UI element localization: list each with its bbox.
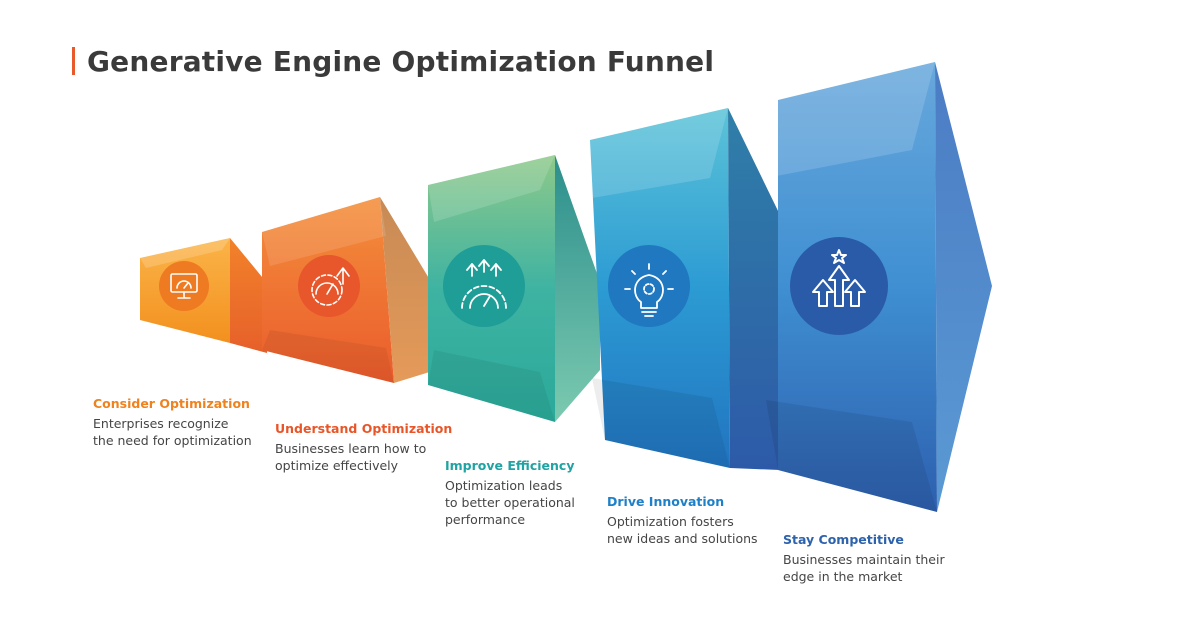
stage-1-top-facet	[140, 238, 230, 268]
stage-5-side-face	[935, 62, 992, 512]
stage-caption-2: Understand Optimization Businesses learn…	[275, 421, 452, 474]
monitor-gauge-icon	[170, 273, 198, 299]
stage-heading: Consider Optimization	[93, 396, 250, 411]
stage-2-bottom-facet	[262, 330, 394, 383]
stage-2-side-face	[380, 197, 436, 383]
stage-description: Optimization fosters new ideas and solut…	[607, 514, 758, 546]
title-accent-bar	[72, 47, 75, 75]
stage-2-top-facet	[262, 197, 386, 266]
lightbulb-gear-icon	[624, 263, 674, 317]
stage-description: Businesses learn how to optimize effecti…	[275, 441, 427, 473]
stage-caption-4: Drive Innovation Optimization fosters ne…	[607, 494, 758, 547]
stage-4-top-facet	[590, 108, 728, 198]
stage-1-side-face	[230, 238, 267, 353]
funnel-stage-2	[262, 197, 436, 383]
stage-description: Enterprises recognize the need for optim…	[93, 416, 252, 448]
stage-heading: Stay Competitive	[783, 532, 904, 547]
gear-arrows-up-icon	[461, 259, 507, 309]
stage-4-icon-circle	[608, 245, 690, 327]
stage-5-icon-circle	[790, 237, 888, 335]
stage-description: Businesses maintain their edge in the ma…	[783, 552, 945, 584]
stage-heading: Understand Optimization	[275, 421, 453, 436]
page-title: Generative Engine Optimization Funnel	[87, 44, 715, 78]
stage-heading: Improve Efficiency	[445, 458, 575, 473]
stage-caption-5: Stay Competitive Businesses maintain the…	[783, 532, 945, 585]
stage-4-side-face	[728, 108, 780, 470]
stage-4-bottom-facet	[592, 378, 730, 468]
stage-caption-1: Consider Optimization Enterprises recogn…	[93, 396, 252, 449]
stage-3-bottom-facet	[428, 350, 555, 422]
stage-caption-3: Improve Efficiency Optimization leads to…	[445, 458, 575, 528]
title-block: Generative Engine Optimization Funnel	[72, 44, 714, 78]
stage-5-top-facet	[766, 62, 935, 178]
stage-heading: Drive Innovation	[607, 494, 725, 509]
arrows-star-icon	[812, 249, 866, 307]
stage-2-icon-circle	[298, 255, 360, 317]
stage-3-side-face	[555, 155, 600, 422]
gear-gauge-arrow-icon	[311, 267, 350, 306]
stage-3-top-facet	[428, 155, 555, 222]
stage-description: Optimization leads to better operational…	[445, 478, 575, 527]
stage-1-icon-circle	[159, 261, 209, 311]
stage-5-bottom-facet	[766, 400, 937, 512]
